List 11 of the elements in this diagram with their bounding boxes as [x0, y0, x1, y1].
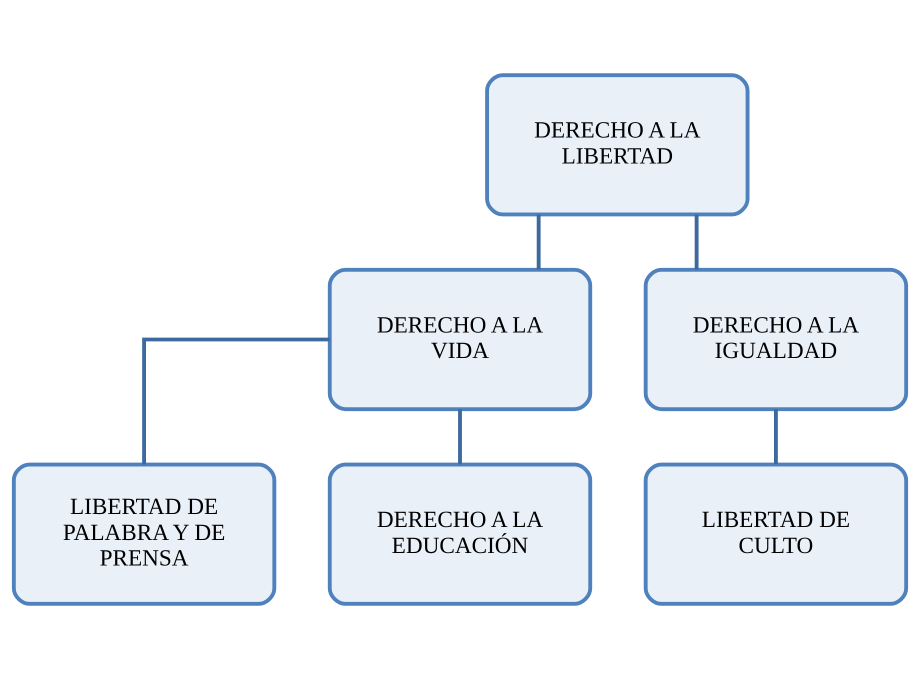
node-box: DERECHO A LA LIBERTAD	[485, 73, 750, 216]
connector	[774, 409, 778, 464]
node-box: LIBERTAD DE CULTO	[644, 462, 908, 606]
node-box: DERECHO A LA IGUALDAD	[644, 268, 908, 412]
node-box: LIBERTAD DE PALABRA Y DE PRENSA	[12, 462, 276, 606]
node-box: DERECHO A LA VIDA	[328, 268, 592, 412]
connector	[142, 338, 330, 464]
connector	[536, 214, 541, 270]
node-box: DERECHO A LA EDUCACIÓN	[328, 462, 592, 606]
connector	[694, 214, 699, 270]
connector	[458, 409, 462, 464]
